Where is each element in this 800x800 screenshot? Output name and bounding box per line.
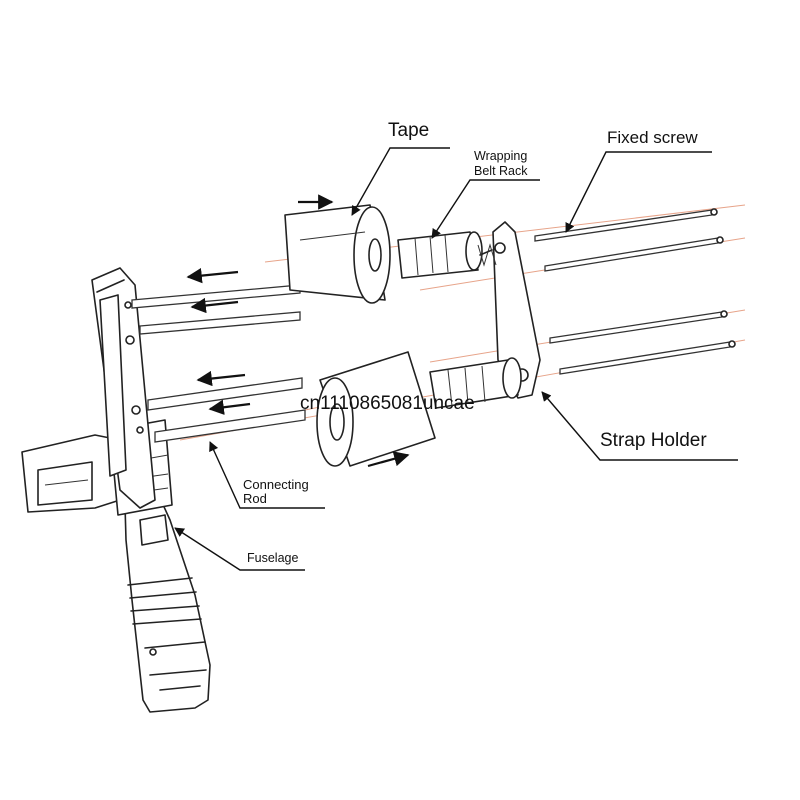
tape-roll-upper <box>284 204 391 304</box>
watermark-text: cn1110865081uncae <box>300 393 475 414</box>
label-connecting-rod-line2: Rod <box>243 491 267 506</box>
label-fuselage: Fuselage <box>247 551 298 565</box>
label-tape: Tape <box>388 120 429 141</box>
fixed-screws <box>534 208 736 375</box>
label-strap-holder: Strap Holder <box>600 430 707 451</box>
wrapping-belt-rack-lower <box>429 357 522 409</box>
label-connecting-rod-line1: Connecting <box>243 477 309 492</box>
tape-roll-lower <box>316 351 436 467</box>
front-frame <box>91 267 156 509</box>
connecting-rods <box>131 284 306 443</box>
label-fixed-screw: Fixed screw <box>607 128 698 147</box>
leader-lines <box>174 147 738 571</box>
wrapping-belt-rack-upper <box>397 231 483 279</box>
motion-arrows <box>186 194 410 468</box>
label-wrapping-belt-rack-line1: Wrapping <box>474 149 527 163</box>
label-wrapping-belt-rack-line2: Belt Rack <box>474 164 528 178</box>
